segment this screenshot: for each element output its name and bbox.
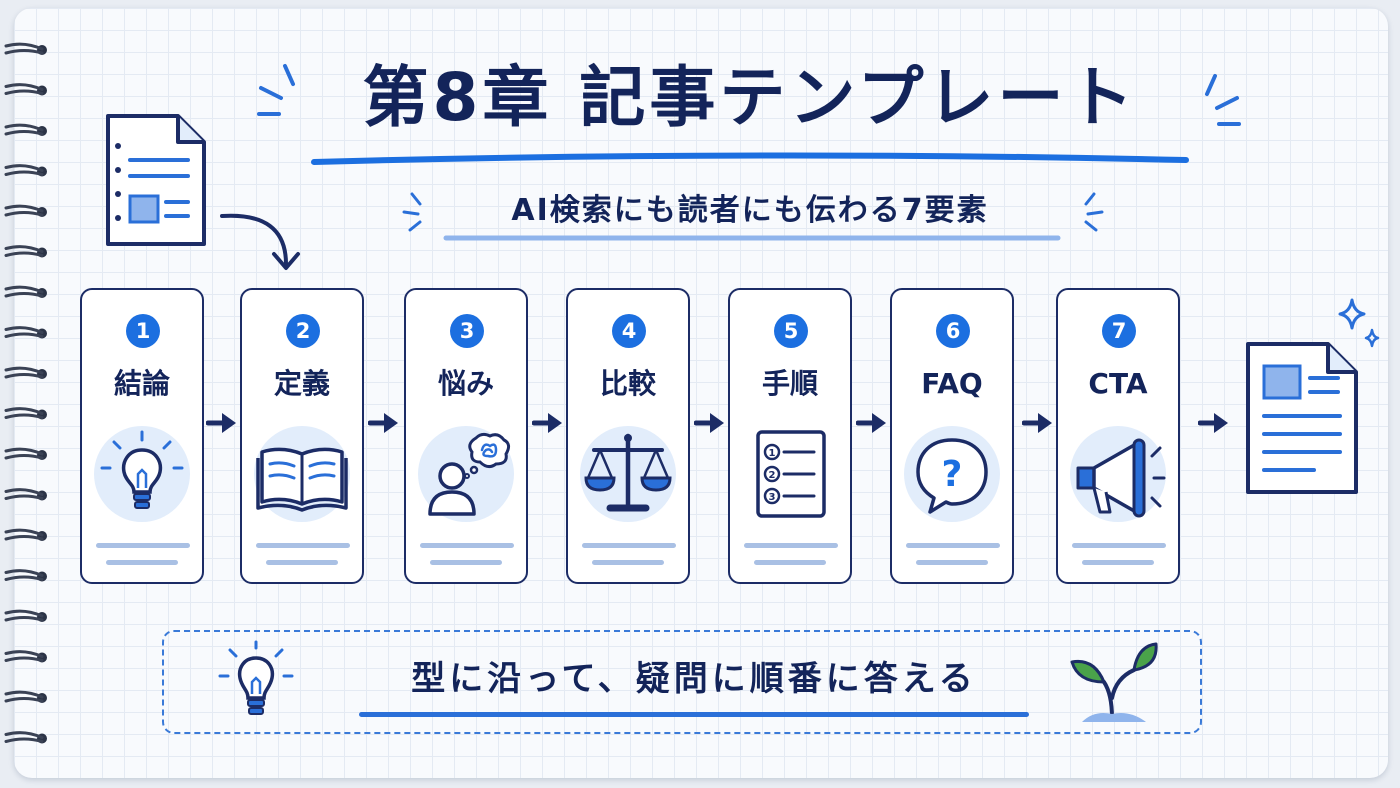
megaphone-icon — [1076, 438, 1166, 518]
binding-ring — [4, 123, 47, 136]
final-document-icon — [1246, 342, 1358, 494]
summary-banner: 型に沿って、疑問に順番に答える — [162, 630, 1202, 734]
arrow-right-icon — [694, 413, 724, 433]
numbered-checklist-icon: 1 2 3 — [756, 430, 826, 518]
binding-ring — [4, 609, 47, 622]
step-number-badge: 7 — [1102, 314, 1136, 348]
open-book-icon — [256, 447, 348, 512]
step-card-3: 3 悩み — [404, 288, 528, 584]
subtitle-underline — [443, 235, 1061, 241]
placeholder-line — [430, 560, 502, 565]
sparkle-stars-icon — [1338, 298, 1380, 348]
checklist-number: 1 — [769, 448, 776, 459]
step-number-badge: 1 — [126, 314, 160, 348]
arrow-right-icon — [206, 413, 236, 433]
step-card-1: 1 結論 — [80, 288, 204, 584]
question-mark: ? — [942, 454, 963, 495]
arrow-right-icon — [532, 413, 562, 433]
summary-underline — [359, 712, 1029, 717]
curved-arrow-icon — [220, 213, 300, 270]
subtitle-spark-right-icon — [1084, 192, 1104, 232]
step-label: 定義 — [273, 367, 330, 400]
sparkle-left-icon — [257, 64, 295, 116]
step-label: CTA — [1088, 367, 1148, 400]
placeholder-line — [906, 543, 1000, 548]
step-label: FAQ — [921, 367, 983, 400]
step-card-7: 7 CTA — [1056, 288, 1180, 584]
thinking-person-icon — [428, 432, 511, 516]
arrow-right-icon — [1198, 413, 1228, 433]
placeholder-line — [592, 560, 664, 565]
binding-ring — [4, 366, 47, 379]
checklist-number: 3 — [769, 492, 776, 503]
placeholder-line — [1082, 560, 1154, 565]
placeholder-line — [744, 543, 838, 548]
placeholder-line — [916, 560, 988, 565]
subtitle-spark-left-icon — [402, 192, 422, 232]
binding-ring — [4, 569, 47, 582]
summary-text: 型に沿って、疑問に順番に答える — [411, 659, 977, 699]
page-title: 第8章 記事テンプレート — [362, 59, 1138, 136]
spiral-binding — [4, 42, 47, 744]
placeholder-line — [1072, 543, 1166, 548]
binding-ring — [4, 407, 47, 420]
binding-ring — [4, 731, 47, 744]
step-card-5: 5 手順 1 2 3 — [728, 288, 852, 584]
step-number-badge: 3 — [450, 314, 484, 348]
step-number-badge: 5 — [774, 314, 808, 348]
binding-ring — [4, 528, 47, 541]
step-label: 手順 — [761, 367, 818, 400]
arrow-right-icon — [856, 413, 886, 433]
binding-ring — [4, 164, 47, 177]
step-card-4: 4 比較 — [566, 288, 690, 584]
draft-document-icon — [106, 114, 206, 246]
placeholder-line — [754, 560, 826, 565]
arrow-right-icon — [1022, 413, 1052, 433]
binding-ring — [4, 83, 47, 96]
placeholder-line — [582, 543, 676, 548]
binding-ring — [4, 690, 47, 703]
balance-scale-icon — [584, 433, 672, 512]
arrow-right-icon — [368, 413, 398, 433]
placeholder-line — [420, 543, 514, 548]
sprout-icon — [1070, 642, 1158, 722]
lightbulb-icon — [218, 640, 294, 715]
placeholder-line — [96, 543, 190, 548]
question-bubble-icon: ? — [916, 438, 988, 514]
checklist-number: 2 — [769, 470, 776, 481]
placeholder-line — [266, 560, 338, 565]
page-subtitle: AI検索にも読者にも伝わる7要素 — [511, 193, 989, 228]
binding-ring — [4, 650, 47, 663]
lightbulb-icon — [100, 430, 184, 509]
placeholder-line — [256, 543, 350, 548]
sparkle-right-icon — [1205, 74, 1241, 126]
title-underline — [311, 152, 1189, 165]
binding-ring — [4, 42, 47, 55]
step-card-2: 2 定義 — [240, 288, 364, 584]
binding-ring — [4, 245, 47, 258]
step-label: 比較 — [599, 367, 656, 400]
step-number-badge: 2 — [286, 314, 320, 348]
binding-ring — [4, 285, 47, 298]
binding-ring — [4, 326, 47, 339]
step-number-badge: 6 — [936, 314, 970, 348]
placeholder-line — [106, 560, 178, 565]
step-card-6: 6 FAQ ? — [890, 288, 1014, 584]
step-label: 結論 — [113, 367, 170, 400]
binding-ring — [4, 488, 47, 501]
step-label: 悩み — [437, 367, 494, 400]
binding-ring — [4, 447, 47, 460]
binding-ring — [4, 204, 47, 217]
step-number-badge: 4 — [612, 314, 646, 348]
